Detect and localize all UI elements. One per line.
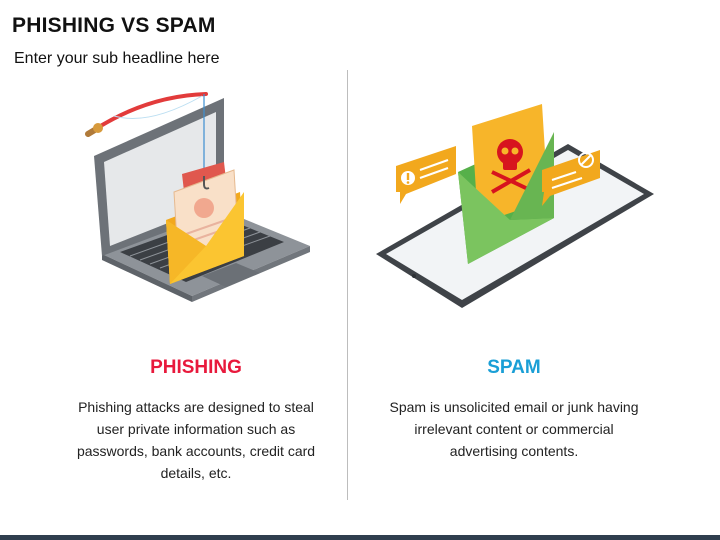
spam-description: Spam is unsolicited email or junk having… bbox=[389, 399, 639, 459]
phishing-heading: PHISHING bbox=[150, 357, 242, 378]
bottom-bar bbox=[0, 535, 720, 540]
laptop-fishing-hook-icon bbox=[85, 92, 310, 302]
spam-heading: SPAM bbox=[487, 357, 541, 378]
page-title: PHISHING VS SPAM bbox=[12, 14, 216, 37]
page-subtitle: Enter your sub headline here bbox=[14, 50, 220, 67]
column-divider bbox=[347, 70, 348, 500]
phone-skull-envelope-icon bbox=[376, 104, 654, 308]
phishing-description: Phishing attacks are designed to steal u… bbox=[76, 399, 316, 481]
